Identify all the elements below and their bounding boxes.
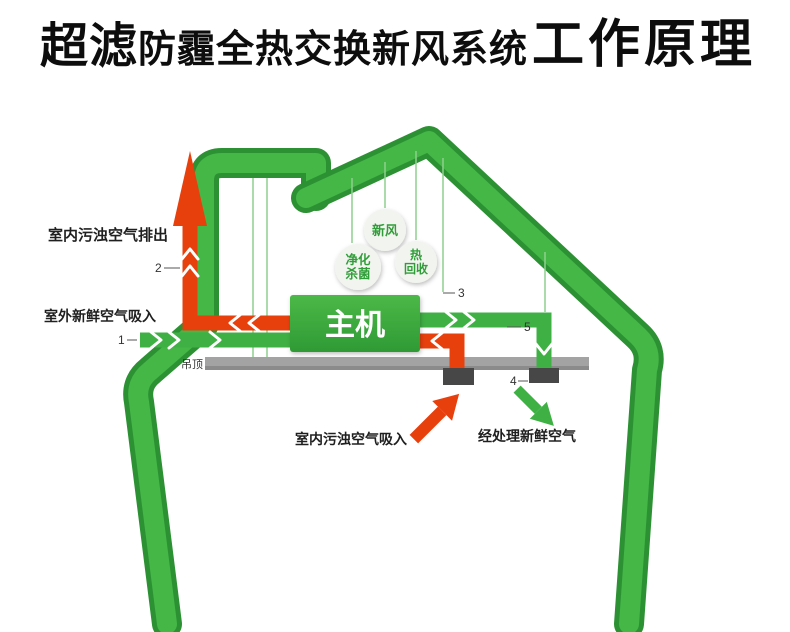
bubble-heat-line2: 回收 bbox=[404, 261, 428, 276]
bubble-fresh-air bbox=[364, 209, 406, 251]
ceiling-bar bbox=[205, 357, 589, 370]
ceiling-label: 吊顶 bbox=[181, 358, 203, 371]
label-treated-fresh: 经处理新鲜空气 bbox=[478, 428, 576, 444]
fresh-intake-pipe-green bbox=[140, 330, 292, 350]
main-unit: 主机 bbox=[290, 295, 420, 352]
bubble-heat-line1: 热 bbox=[410, 247, 422, 262]
house-outline bbox=[123, 126, 664, 632]
bubble-fresh-air-label: 新风 bbox=[372, 223, 398, 238]
label-exhaust-out: 室内污浊空气排出 bbox=[48, 226, 168, 244]
marker-4: 4 bbox=[510, 374, 517, 388]
return-vent bbox=[443, 368, 474, 385]
label-indoor-intake: 室内污浊空气吸入 bbox=[295, 431, 407, 447]
exhaust-arrowhead-icon bbox=[173, 151, 207, 226]
treated-air-arrow-icon bbox=[513, 385, 554, 426]
title-part-3: 工作原理 bbox=[532, 16, 757, 74]
marker-1: 1 bbox=[118, 333, 125, 347]
exhaust-pipe-red bbox=[173, 151, 292, 333]
label-fresh-in: 室外新鲜空气吸入 bbox=[44, 308, 156, 324]
return-pipe-red bbox=[418, 331, 465, 368]
marker-5: 5 bbox=[524, 320, 531, 334]
bubble-purify-line1: 净化 bbox=[345, 252, 371, 267]
title-part-2: 防霾全热交换新风系统 bbox=[138, 29, 529, 71]
marker-2: 2 bbox=[155, 261, 162, 275]
number-markers: 1 2 3 4 5 bbox=[118, 261, 531, 388]
title-part-1: 超滤 bbox=[40, 20, 139, 73]
indoor-intake-arrow-icon bbox=[409, 393, 460, 444]
bubble-heat-recovery bbox=[395, 241, 437, 283]
marker-3: 3 bbox=[458, 286, 465, 300]
page-title: 超滤 防霾全热交换新风系统 工作原理 bbox=[40, 2, 756, 77]
supply-pipe-green bbox=[418, 310, 554, 368]
supply-vent bbox=[529, 368, 559, 383]
bubble-purify-line2: 杀菌 bbox=[345, 266, 371, 281]
bubble-purify bbox=[335, 244, 381, 290]
main-unit-label: 主机 bbox=[325, 309, 385, 342]
feature-bubbles: 新风 净化 杀菌 热 回收 bbox=[335, 209, 437, 290]
